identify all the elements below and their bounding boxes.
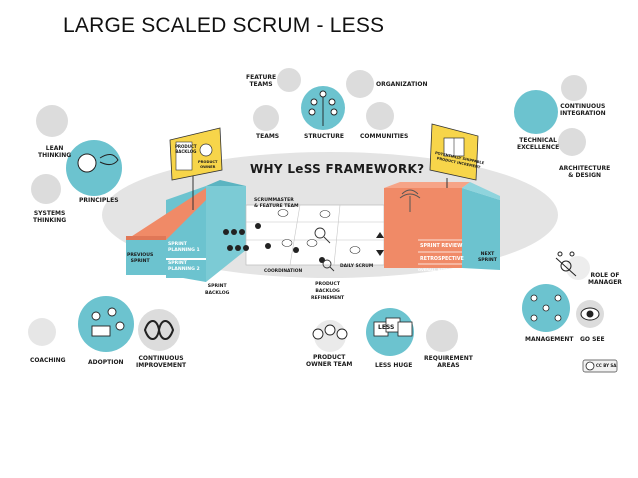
organization-label: ORGANIZATION — [376, 81, 428, 88]
communities-circle — [366, 102, 394, 130]
architecture-design-circle — [558, 128, 586, 156]
continuous-integration-circle — [561, 75, 587, 101]
teams-circle — [253, 105, 279, 131]
adoption-circle — [78, 296, 134, 352]
technical-excellence-circle — [514, 90, 558, 134]
page-title: LARGE SCALED SCRUM - LESS — [63, 14, 385, 37]
adoption-label: ADOPTION — [88, 359, 124, 366]
retrospective-label: RETROSPECTIVE — [420, 257, 464, 262]
less-huge-boards-icon — [373, 317, 413, 337]
continuous-integration-label: CONTINUOUS INTEGRATION — [560, 103, 606, 117]
requirement-areas-circle — [426, 320, 458, 352]
product-owner-flag-label: PRODUCT OWNER — [198, 160, 218, 169]
sprint-planning-1-label: SPRINT PLANNING 1 — [168, 242, 200, 253]
sprint-planning-2-label: SPRINT PLANNING 2 — [168, 261, 200, 272]
go-see-label: GO SEE — [580, 336, 605, 343]
less-huge-label: LESS HUGE — [375, 362, 413, 369]
arrow-icon — [376, 232, 384, 256]
requirement-areas-label: REQUIREMENT AREAS — [424, 355, 473, 369]
role-of-manager-label: ROLE OF MANAGER — [588, 272, 622, 286]
feature-teams-label: FEATURE TEAMS — [246, 74, 277, 88]
daily-scrum-label: DAILY SCRUM — [340, 264, 374, 269]
cc-badge-text: cc BY SA — [596, 363, 617, 368]
center-title: WHY LeSS FRAMEWORK? — [250, 162, 425, 176]
adoption-people-icon — [91, 307, 125, 337]
organization-circle — [346, 70, 374, 98]
technical-excellence-label: TECHNICAL EXCELLENCE — [517, 137, 560, 151]
continuous-improvement-label: CONTINUOUS IMPROVEMENT — [136, 355, 187, 369]
sprint-review-label: SPRINT REVIEW — [420, 244, 463, 249]
principles-label: PRINCIPLES — [79, 197, 119, 204]
overall-retrospective-label: OVERALL RETROSPECTIVE — [418, 268, 471, 272]
eye-icon — [580, 307, 600, 321]
systems-thinking-label: SYSTEMS THINKING — [33, 210, 67, 224]
systems-thinking-circle — [31, 174, 61, 204]
shippable-increment-flag — [429, 123, 479, 188]
architecture-design-label: ARCHITECTURE & DESIGN — [559, 165, 611, 179]
product-owner-team-label: PRODUCT OWNER TEAM — [306, 354, 353, 368]
manager-figure-icon — [555, 251, 577, 277]
management-label: MANAGEMENT — [525, 336, 574, 343]
po-team-faces-icon — [312, 324, 348, 340]
role-of-manager-circle — [566, 256, 590, 280]
speech-bubbles — [277, 209, 361, 254]
infinity-icon — [143, 320, 175, 340]
lean-thinking-label: LEAN THINKING — [38, 145, 72, 159]
backlog-refinement-label: PRODUCT BACKLOG REFINEMENT — [311, 282, 345, 301]
feature-teams-circle — [277, 68, 301, 92]
palm-tree — [399, 189, 421, 212]
structure-tree-icon — [308, 90, 338, 126]
sprint-backlog-label: SPRINT BACKLOG — [205, 284, 230, 296]
communities-label: COMMUNITIES — [360, 133, 409, 140]
product-owner-team-circle — [314, 320, 346, 352]
right-sprint-block — [384, 182, 500, 270]
previous-sprint-label: PREVIOUS SPRINT — [127, 253, 154, 264]
coaching-label: COACHING — [30, 357, 66, 364]
management-network-icon — [530, 294, 562, 322]
lean-thinking-circle — [36, 105, 68, 137]
product-backlog-flag — [169, 127, 223, 210]
coaching-circle — [28, 318, 56, 346]
structure-label: STRUCTURE — [304, 133, 344, 140]
scrummaster-label: SCRUMMASTER & FEATURE TEAM — [254, 198, 299, 209]
next-sprint-label: NEXT SPRINT — [478, 252, 497, 263]
principles-face-icon — [77, 153, 119, 173]
magnifier-icon — [314, 227, 335, 272]
product-backlog-label: PRODUCT BACKLOG — [175, 144, 197, 154]
teams-label: TEAMS — [256, 133, 280, 140]
coordination-label: COORDINATION — [264, 269, 303, 274]
team-figures — [223, 223, 325, 263]
less-badge: LeSS — [378, 324, 395, 331]
